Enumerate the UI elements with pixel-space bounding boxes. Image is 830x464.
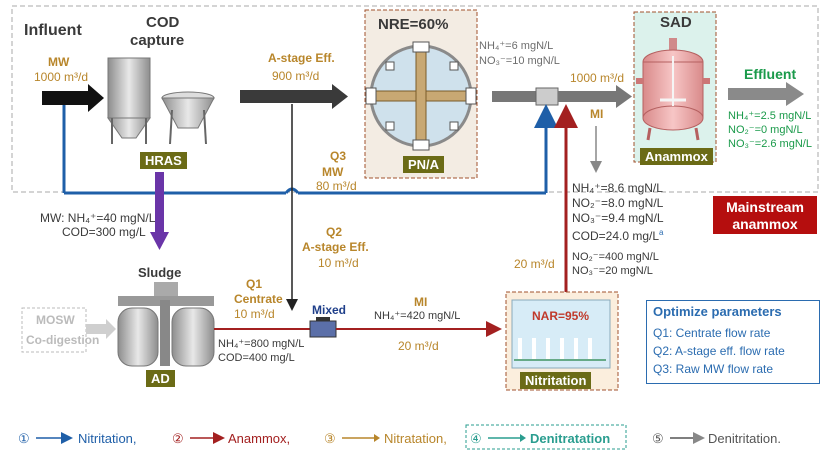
codigestion-label: Co-digestion xyxy=(26,333,100,347)
sludge-label: Sludge xyxy=(138,265,182,280)
q1-flow: 10 m³/d xyxy=(234,307,275,321)
influent-label: Influent xyxy=(24,22,82,39)
centrate-line xyxy=(214,317,502,338)
mi-no2: NO₂⁻=8.0 mgN/L xyxy=(572,196,664,210)
q3-label: Q3 xyxy=(330,149,347,163)
pna-label: PN/A xyxy=(403,156,445,173)
optimize-item: Q2: A-stage eff. flow rate xyxy=(653,344,785,358)
cod-capture-label-1: COD xyxy=(146,14,180,31)
flow-20-up: 20 m³/d xyxy=(514,257,555,271)
ad-nh4: NH₄⁺=800 mgN/L xyxy=(218,338,305,350)
mw-bypass-line xyxy=(62,104,558,195)
mixed-label: Mixed xyxy=(312,303,347,317)
pna-to-sad-pipe xyxy=(492,85,632,108)
q2-stage-label: A-stage Eff. xyxy=(302,240,369,254)
legend-highlight xyxy=(465,424,627,450)
hras-label: HRAS xyxy=(140,152,187,169)
mosw-box xyxy=(21,307,87,353)
optimize-item: Q3: Raw MW flow rate xyxy=(653,362,774,376)
optimize-parameters-box: Optimize parameters Q1: Centrate flow ra… xyxy=(646,300,820,384)
eff-no2: NO₂⁻=0 mgN/L xyxy=(728,124,803,136)
eff-nh4: NH₄⁺=2.5 mgN/L xyxy=(728,110,812,122)
nitritation-label: Nitritation xyxy=(520,372,592,389)
pna-reactor-icon xyxy=(365,41,477,151)
sad-reactor-icon xyxy=(636,38,710,141)
astage-eff-arrow xyxy=(240,84,348,109)
eff-no3: NO₃⁻=2.6 mgN/L xyxy=(728,138,812,150)
flow-1000: 1000 m³/d xyxy=(570,71,625,85)
nitrit-no2: NO₂⁻=400 mgN/L xyxy=(572,251,659,263)
hras-tanks-icon xyxy=(107,57,215,145)
legend-label-5: Denitritation. xyxy=(708,431,781,446)
anammox-label: Anammox xyxy=(640,148,713,165)
sad-label: SAD xyxy=(660,14,692,31)
mi-bottom-nh4: NH₄⁺=420 mgN/L xyxy=(374,310,461,322)
pna-nh4: NH₄⁺=6 mgN/L xyxy=(479,40,554,52)
centrate-label: Centrate xyxy=(234,292,283,306)
nre-label: NRE=60% xyxy=(378,16,449,33)
q1-label: Q1 xyxy=(246,277,263,291)
mainstream-banner xyxy=(713,196,817,234)
legend-label-4: Denitratation xyxy=(530,431,611,446)
legend-num-1: ① xyxy=(18,431,30,446)
cod-capture-label-2: capture xyxy=(130,32,185,49)
ad-digester-icon xyxy=(117,282,215,367)
legend-num-4: ④ xyxy=(470,431,482,446)
astage-eff-label: A-stage Eff. xyxy=(268,51,335,65)
legend-num-2: ② xyxy=(172,431,184,446)
mw-label: MW xyxy=(48,55,70,69)
legend-num-3: ③ xyxy=(324,431,336,446)
q2-flow: 10 m³/d xyxy=(318,256,359,270)
mi-top-label: MI xyxy=(590,107,604,121)
legend-num-5: ⑤ xyxy=(652,431,664,446)
mi-nh4: NH₄⁺=8.6 mgN/L xyxy=(572,181,663,195)
effluent-arrow xyxy=(728,82,804,106)
mw-nh4: MW: NH₄⁺=40 mgN/L xyxy=(40,211,156,225)
effluent-label: Effluent xyxy=(744,66,797,82)
mi-bottom-label: MI xyxy=(414,295,428,309)
mosw-arrow xyxy=(86,319,116,339)
legend-label-1: Nitritation, xyxy=(78,431,137,446)
mi-cod: COD=24.0 mg/La xyxy=(572,228,664,243)
ad-cod: COD=400 mg/L xyxy=(218,352,295,364)
mosw-label: MOSW xyxy=(36,313,75,327)
mw-flow: 1000 m³/d xyxy=(34,70,89,84)
optimize-title: Optimize parameters xyxy=(653,304,782,319)
q3-flow: 80 m³/d xyxy=(316,179,357,193)
flow-20: 20 m³/d xyxy=(398,339,439,353)
astage-flow: 900 m³/d xyxy=(272,69,320,83)
legend-label-2: Anammox, xyxy=(228,431,291,446)
legend-label-3: Nitratation, xyxy=(384,431,447,446)
ad-label: AD xyxy=(146,370,175,387)
pna-no3: NO₃⁻=10 mgN/L xyxy=(479,55,560,67)
q2-label: Q2 xyxy=(326,225,343,239)
nar-label: NAR=95% xyxy=(532,309,590,323)
mainstream-label-2: anammox xyxy=(732,216,798,232)
influent-arrow xyxy=(42,84,104,112)
nitrit-no3: NO₃⁻=20 mgN/L xyxy=(572,265,653,277)
optimize-item: Q1: Centrate flow rate xyxy=(653,326,771,340)
mi-no3: NO₃⁻=9.4 mgN/L xyxy=(572,211,664,225)
q3-mw-label: MW xyxy=(322,165,344,179)
sludge-arrow xyxy=(150,172,169,250)
nitritation-reactor-icon xyxy=(511,299,611,369)
mw-cod: COD=300 mg/L xyxy=(62,225,146,239)
mainstream-label-1: Mainstream xyxy=(726,199,804,215)
